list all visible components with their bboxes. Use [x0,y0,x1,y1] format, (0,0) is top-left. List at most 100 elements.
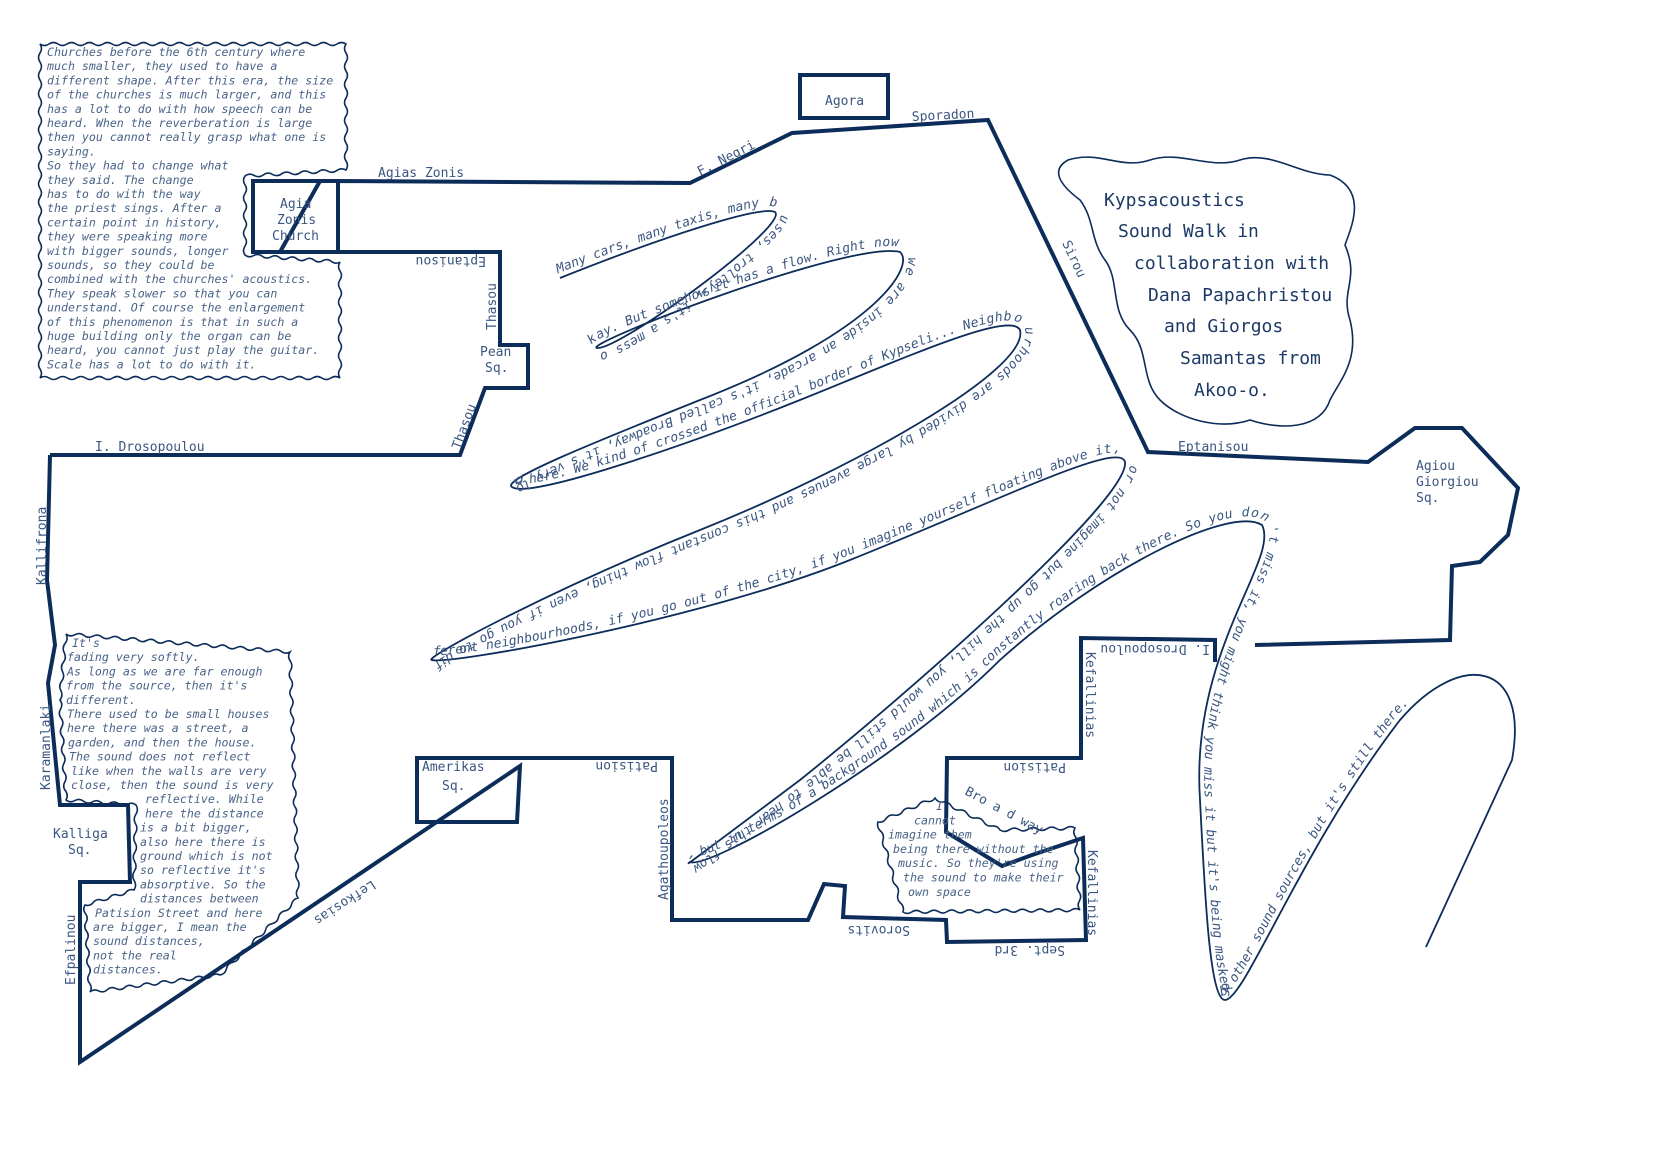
note-line: heard, you cannot just play the guitar. [47,343,319,357]
churches-note-border [37,41,349,381]
note-line: fading very softly. [67,650,200,664]
title-cloud [1057,156,1356,427]
note-line: combined with the churches' acoustics. [47,272,312,286]
street-outline-west [44,454,1217,1066]
note-line: certain point in history, [47,215,222,229]
street-sporadon: Sporadon [911,107,974,125]
street-broadway: Bro a d way [962,784,1045,838]
note-line: It's [72,636,100,650]
street-f-negri: F. Negri [695,138,758,180]
note-line: different shape. After this era, the siz… [47,73,333,87]
note-line: As long as we are far enough [66,664,262,678]
place-pean-2: Sq. [485,361,508,376]
title-line: Samantas from [1180,348,1321,369]
title-line: Akoo-o. [1194,380,1270,401]
note-line: reflective. While [145,792,264,806]
street-eptanisou-2: Eptanisou [1178,440,1248,455]
note-line: sound distances, [93,934,205,948]
street-thasou-2: Thasou [450,402,480,451]
note-line: then you cannot really grasp what one is [47,130,326,144]
note-line: music. So they're using [897,856,1059,870]
note-line: sounds, so they could be [47,258,215,272]
note-line: ground which is not [140,849,273,863]
street-efpalinou: Efpalinou [64,915,79,985]
note-line: also here there is [140,835,266,849]
title-block: Kypsacoustics Sound Walk in collaboratio… [1104,190,1332,401]
note-line: heard. When the reverberation is large [47,116,312,130]
street-drosopoulou-1: I. Drosopoulou [95,440,205,455]
churches-note: Churches before the 6th century wheremuc… [46,45,333,371]
note-line: There used to be small houses [67,707,269,721]
note-line: so reflective it's [140,863,266,877]
note-line: garden, and then the house. [68,735,256,749]
street-kallifrona: Kallifrona [35,507,50,585]
title-line: Dana Papachristou [1148,285,1332,306]
note-line: the sound to make their [903,871,1064,885]
street-sept-3rd: Sept. 3rd [995,942,1065,957]
place-kalliga-2: Sq. [68,843,91,858]
title-line: and Giorgos [1164,316,1283,337]
place-pean-1: Pean [480,345,511,360]
place-agiou-1: Agiou [1416,459,1455,474]
fading-note-border [58,632,300,993]
agia-zonis-church-block [251,179,340,254]
note-line: here the distance [145,806,264,820]
title-line: collaboration with [1134,253,1329,274]
note-line: Patision Street and here [95,906,263,920]
place-church-1: Agia [280,197,311,212]
note-line: like when the walls are very [71,764,266,778]
note-line: distances. [93,963,163,977]
street-kefallinias-2: Kefallinias [1082,652,1097,738]
note-line: with bigger sounds, longer [47,244,229,258]
place-church-2: Zonis [277,213,316,228]
note-line: from the source, then it's [66,679,248,693]
street-thasou-1: Thasou [485,283,500,330]
place-church-3: Church [272,229,319,244]
street-outline-main [50,117,1521,647]
note-line: not the real [93,948,177,962]
note-line: they were speaking more [47,230,208,244]
note-line: understand. Of course the enlargement [47,301,305,315]
title-line: Sound Walk in [1118,221,1259,242]
note-line: they said. The change [47,173,194,187]
note-line: are bigger, I mean the [93,920,247,934]
place-agora: Agora [825,94,864,109]
agora-block [798,73,890,120]
street-kefallinias-1: Kefallinias [1084,850,1099,936]
street-patision-1: Patision [595,758,658,773]
note-line: The sound does not reflect [69,750,251,764]
note-line: imagine them [888,828,972,842]
place-agiou-2: Giorgiou [1416,475,1479,490]
note-line: distances between [140,892,259,906]
note-line: of this phenomenon is that in such a [47,315,298,329]
note-line: Scale has a lot to do with it. [47,357,256,371]
note-line: much smaller, they used to have a [46,59,277,73]
note-line: absorptive. So the [140,877,266,891]
note-line: being there without the [893,842,1054,856]
place-amerikas-2: Sq. [442,779,465,794]
note-line: huge building only the organ can be [47,329,291,343]
note-line: is a bit bigger, [140,821,252,835]
note-line: has a lot to do with how speech can be [47,102,312,116]
church-diagonal [278,180,322,253]
note-line: They speak slower so that you can [47,286,277,300]
note-line: the priest sings. After a [47,201,222,215]
note-line: So they had to change what [47,159,229,173]
note-line: I [936,799,943,813]
street-karamanlaki: Karamanlaki [39,704,54,790]
note-line: own space [908,885,971,899]
street-patision-2: Patision [1003,759,1066,774]
note-line: cannot [914,813,956,827]
place-kalliga-1: Kalliga [53,827,108,842]
street-agias-zonis: Agias Zonis [378,166,464,181]
street-drosopoulou-2: I. Drosopoulou [1100,641,1210,656]
note-line: of the churches is much larger, and this [47,88,326,102]
note-line: different. [66,693,136,707]
cannot-note-border [876,796,1082,915]
title-line: Kypsacoustics [1104,190,1245,211]
note-line: saying. [47,144,96,158]
street-eptanisou-1: Eptanisou [416,253,486,268]
